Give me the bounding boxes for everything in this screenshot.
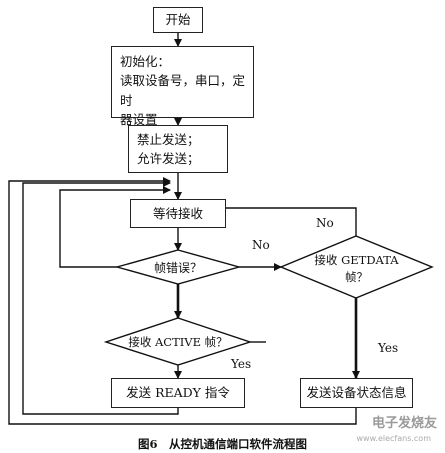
edge-no-frame-error: No — [252, 238, 270, 252]
enable-line: 允许发送； — [137, 151, 200, 167]
frame-error-text: 帧错误？ — [153, 260, 202, 275]
wait-receive-box: 等待接收 — [130, 199, 226, 228]
figure-caption: 图6 从控机通信端口软件流程图 — [138, 437, 307, 451]
receive-active-text: 接收 ACTIVE 帧？ — [128, 335, 228, 349]
send-ready-label: 发送 READY 指令 — [126, 385, 230, 401]
init-line-1: 初始化： — [120, 54, 171, 69]
send-status-label: 发送设备状态信息 — [306, 385, 407, 401]
receive-getdata-diamond — [279, 235, 434, 299]
loop-ready-merge — [22, 179, 179, 415]
loop-frameerror-merge — [59, 186, 171, 268]
start-label: 开始 — [165, 12, 191, 28]
receive-active-label: 接收 ACTIVE 帧？ — [106, 334, 250, 350]
receive-getdata-label: 接收 GETDATA 帧？ — [281, 252, 432, 287]
watermark-url: www.elecfans.com — [356, 434, 432, 443]
send-status-box: 发送设备状态信息 — [300, 378, 413, 408]
edge-no-getdata: No — [316, 216, 334, 230]
wait-receive-label: 等待接收 — [152, 205, 203, 221]
disable-line: 禁止发送； — [137, 132, 200, 147]
edge-yes-active: Yes — [231, 357, 252, 371]
disable-enable-box: 禁止发送； 允许发送； — [128, 125, 228, 173]
send-ready-box: 发送 READY 指令 — [111, 378, 245, 408]
frame-error-diamond — [114, 249, 242, 285]
init-line-3: 器设置 — [120, 112, 158, 128]
receive-getdata-line-2: 帧？ — [345, 270, 368, 285]
start-box: 开始 — [153, 7, 203, 33]
receive-getdata-line-1: 接收 GETDATA — [314, 253, 399, 267]
edge-yes-getdata: Yes — [378, 341, 399, 355]
watermark-brand: 电子发烧友 — [371, 416, 437, 431]
loop-status-merge — [8, 177, 357, 425]
init-box: 初始化： 读取设备号，串口，定时 器设置 — [111, 46, 254, 127]
init-line-2: 读取设备号，串口，定时 — [120, 73, 246, 108]
frame-error-label: 帧错误？ — [117, 259, 239, 275]
receive-active-diamond — [103, 317, 253, 366]
